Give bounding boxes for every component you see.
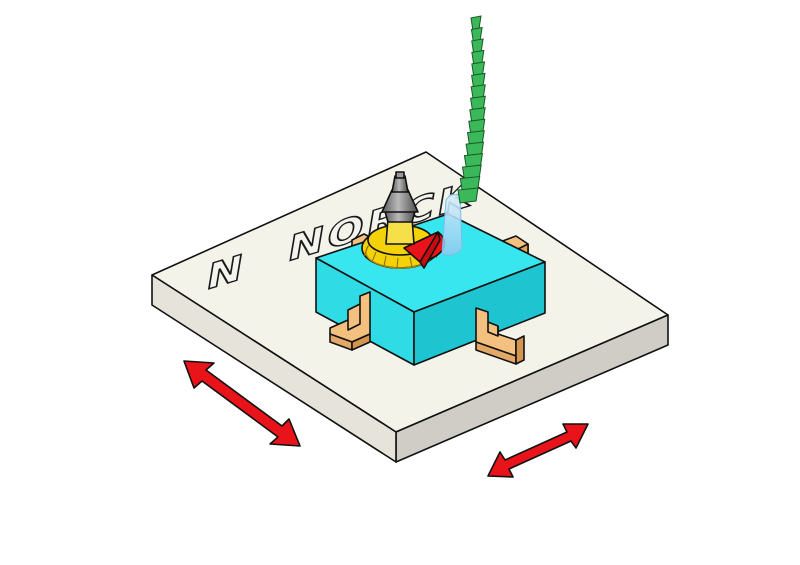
motion-arrow-y bbox=[487, 423, 589, 478]
motion-arrow-icon bbox=[183, 360, 301, 447]
chip-stream-icon bbox=[457, 15, 486, 204]
motion-arrow-icon bbox=[487, 423, 589, 478]
motion-arrow-x bbox=[183, 360, 301, 447]
chip-segment bbox=[457, 187, 479, 204]
clamp-front-left bbox=[329, 291, 371, 351]
spindle-icon bbox=[381, 171, 419, 245]
table-side bbox=[151, 274, 397, 463]
coolant-stream bbox=[441, 193, 463, 256]
clamp-front-right bbox=[475, 307, 525, 365]
